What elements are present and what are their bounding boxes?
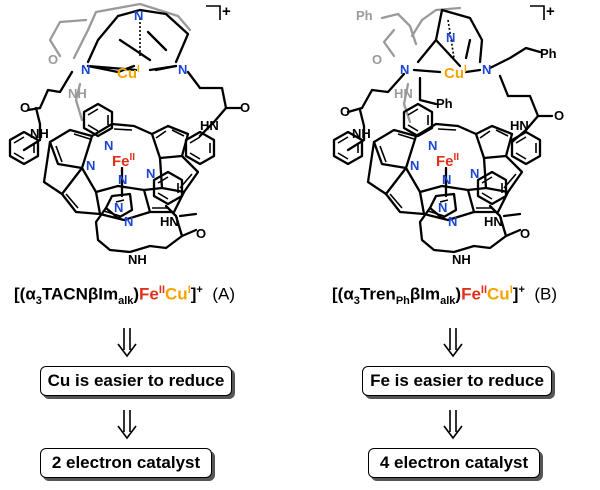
svg-text:N: N	[178, 62, 187, 77]
arrows	[117, 328, 463, 440]
box-2-electron: 2 electron catalyst	[40, 448, 212, 478]
formula-a: [(α3TACNβImalk)FeIICuI]+ (A)	[14, 284, 235, 308]
arrow-b2	[443, 410, 463, 440]
label-a: (A)	[212, 284, 235, 304]
svg-text:N: N	[438, 200, 447, 215]
atom-labels-a: N N N O NH O O NH HN N N N N N N HN O NH…	[20, 3, 250, 267]
svg-text:+: +	[222, 3, 231, 20]
svg-text:N: N	[442, 172, 451, 187]
svg-text:N: N	[428, 138, 437, 153]
svg-text:N: N	[104, 138, 113, 153]
svg-text:N: N	[482, 62, 491, 77]
fe-label-b: FeII	[436, 152, 459, 170]
svg-text:O: O	[196, 226, 206, 241]
cu-label-b: CuI	[444, 64, 467, 82]
svg-text:N: N	[134, 8, 143, 23]
svg-text:N: N	[410, 158, 419, 173]
arrow-a1	[117, 328, 137, 358]
svg-text:N: N	[146, 166, 155, 181]
formula-b: [(α3TrenPhβImalk)FeIICuI]+ (B)	[332, 284, 557, 308]
svg-text:NH: NH	[30, 126, 49, 141]
svg-text:O: O	[340, 104, 350, 119]
svg-text:N: N	[448, 214, 457, 229]
svg-text:O: O	[20, 100, 30, 115]
svg-text:O: O	[372, 52, 382, 67]
atom-labels-b: Ph N N N Ph O HN Ph O O NH HN N N N N N …	[340, 3, 564, 267]
label-b: (B)	[534, 284, 557, 304]
structure-b	[332, 6, 554, 254]
svg-text:N: N	[114, 200, 123, 215]
svg-text:+: +	[546, 3, 555, 20]
svg-text:HN: HN	[510, 118, 529, 133]
cu-label-a: CuI	[117, 64, 140, 82]
svg-text:HN: HN	[394, 86, 413, 101]
svg-text:O: O	[520, 226, 530, 241]
svg-text:Ph: Ph	[436, 96, 453, 111]
svg-text:O: O	[554, 108, 564, 123]
arrow-a2	[117, 410, 137, 440]
svg-text:HN: HN	[484, 214, 503, 229]
svg-text:N: N	[118, 172, 127, 187]
svg-text:Ph: Ph	[540, 46, 557, 61]
structure-a	[8, 2, 242, 254]
svg-text:O: O	[240, 100, 250, 115]
arrow-b1	[443, 328, 463, 358]
svg-text:HN: HN	[160, 214, 179, 229]
box-fe-easier: Fe is easier to reduce	[362, 366, 552, 396]
svg-text:N: N	[470, 166, 479, 181]
svg-text:HN: HN	[200, 118, 219, 133]
fe-label-a: FeII	[112, 152, 135, 170]
svg-text:NH: NH	[128, 252, 147, 267]
svg-text:NH: NH	[68, 86, 87, 101]
svg-text:NH: NH	[452, 252, 471, 267]
svg-text:O: O	[48, 52, 58, 67]
box-cu-easier: Cu is easier to reduce	[40, 366, 232, 396]
svg-text:N: N	[81, 62, 90, 77]
box-4-electron: 4 electron catalyst	[368, 448, 540, 478]
svg-text:N: N	[124, 214, 133, 229]
svg-text:NH: NH	[352, 126, 371, 141]
svg-text:N: N	[86, 158, 95, 173]
svg-text:Ph: Ph	[356, 8, 373, 23]
svg-text:N: N	[400, 62, 409, 77]
svg-text:N: N	[446, 30, 455, 45]
